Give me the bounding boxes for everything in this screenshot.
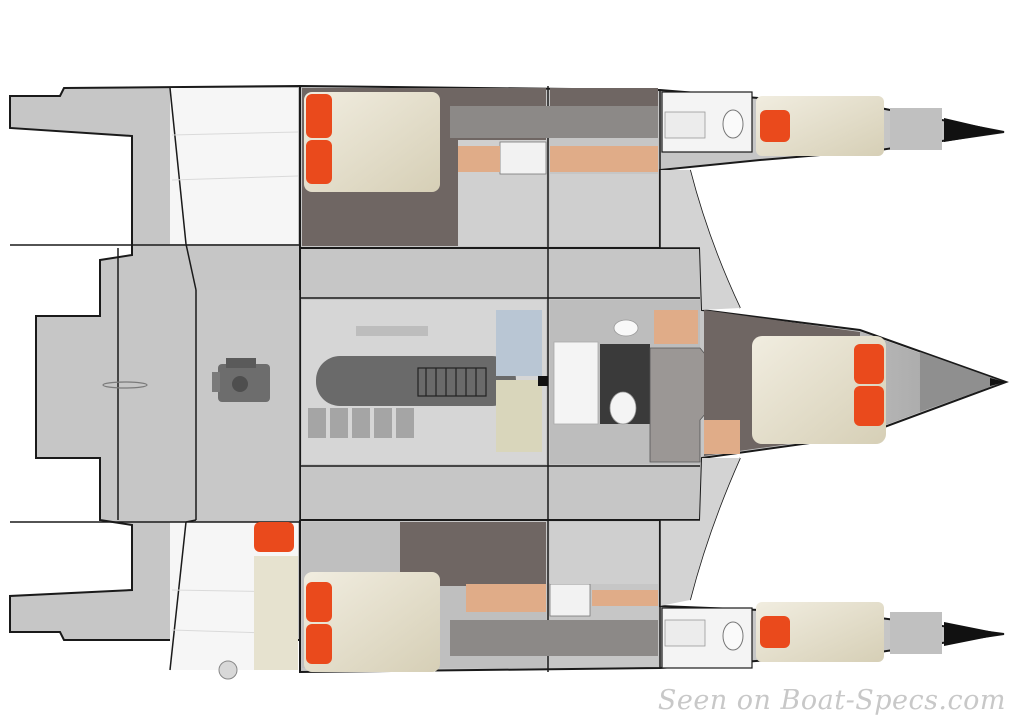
pillow [854, 386, 884, 426]
vanity [553, 341, 599, 425]
pillow [760, 616, 790, 648]
pillow [306, 582, 332, 622]
double-bed-starboard-aft [304, 572, 440, 672]
pillow [854, 344, 884, 384]
wood-shelf [654, 310, 698, 344]
chart-table [496, 380, 542, 452]
aft-deck-top-white [170, 88, 298, 244]
wood-shelf [458, 146, 500, 172]
toilet-icon [722, 621, 744, 651]
double-bed-forward [752, 336, 886, 444]
stairs-starboard [549, 583, 591, 617]
companionway-ladder [417, 367, 487, 397]
pillow [254, 522, 294, 552]
table-bench [356, 326, 428, 336]
toilet-icon [609, 391, 637, 425]
forward-master-cabin [704, 310, 1006, 456]
cockpit-floor [196, 290, 300, 520]
toilet-icon [722, 109, 744, 139]
starboard-forward-head [661, 602, 1004, 669]
sink-icon [664, 111, 706, 139]
wood-counter [592, 590, 658, 606]
helm-icon [102, 381, 148, 389]
nav-desk [496, 310, 542, 376]
sink-icon [613, 319, 639, 337]
saloon [302, 300, 548, 464]
sink-icon [664, 619, 706, 647]
wood-counter [550, 146, 658, 172]
double-bed-port-aft [304, 92, 440, 192]
port-forward-head [661, 91, 1004, 156]
port-aft-cabin [302, 88, 658, 246]
engine-icon [212, 358, 270, 402]
corridor-top [450, 106, 658, 138]
pillow [760, 110, 790, 142]
watermark-text: Seen on Boat-Specs.com [657, 685, 1006, 716]
pillow [306, 624, 332, 664]
crossbeam-arc-bottom [689, 457, 741, 601]
central-head [550, 300, 731, 464]
grill-icon [218, 660, 238, 680]
seat-cushions [308, 408, 414, 438]
wood-shelf [466, 584, 546, 612]
crossbeam-fill-bottom [660, 458, 740, 606]
aft-deck-top-divider [169, 87, 187, 245]
crossbeam-fill-top [660, 170, 740, 310]
starboard-aft-cabin [254, 522, 658, 672]
pillow [306, 94, 332, 138]
wood-shelf [704, 420, 740, 454]
pillow [306, 140, 332, 184]
corridor-bottom [450, 620, 658, 656]
single-bed-starboard-fwd [756, 602, 884, 662]
single-bed-port-fwd [756, 96, 884, 156]
crossbeam-arc-top [689, 169, 741, 309]
stairs-port [499, 141, 547, 175]
galley-upper [550, 88, 658, 106]
